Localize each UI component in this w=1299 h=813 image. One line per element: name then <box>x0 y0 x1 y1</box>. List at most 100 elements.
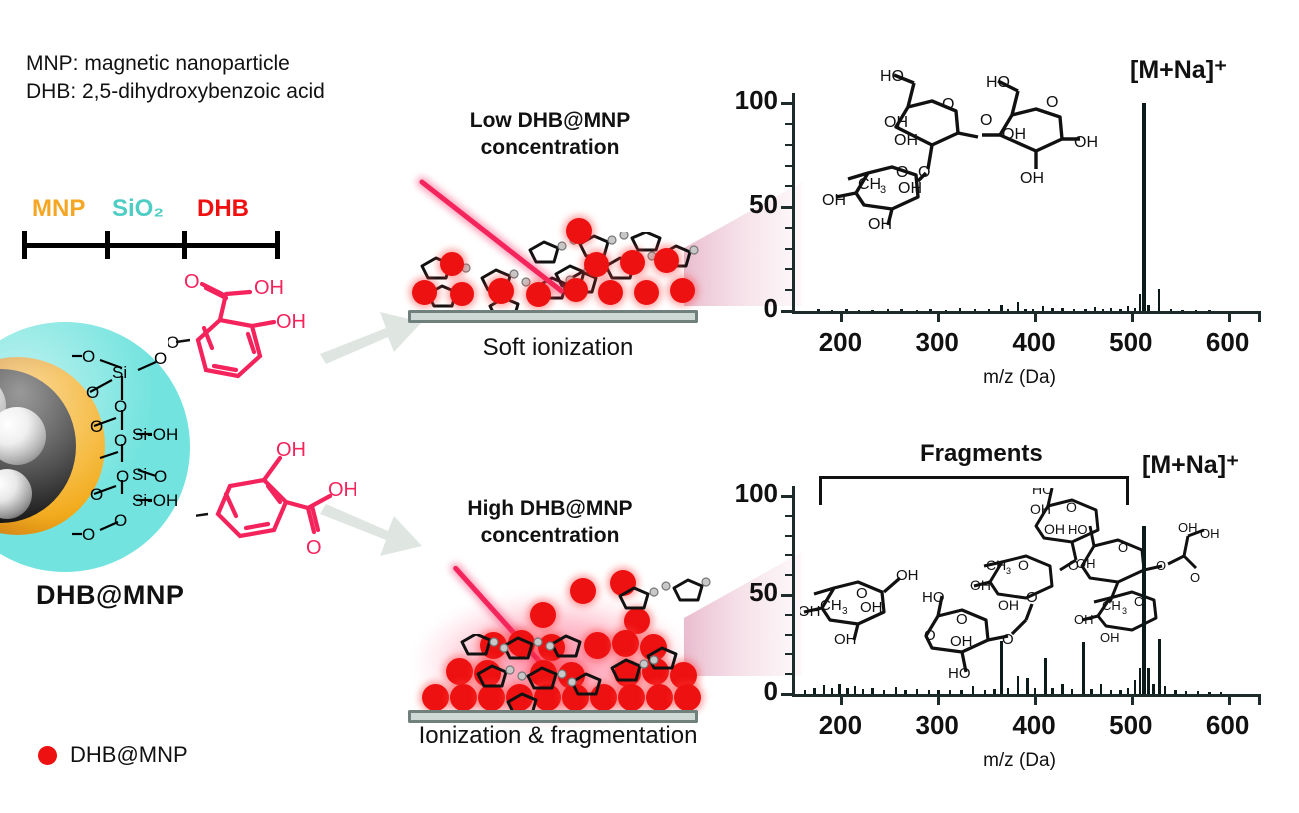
x-axis-end-cap <box>1258 311 1261 322</box>
svg-text:OH: OH <box>894 132 918 149</box>
panel-title-high: High DHB@MNP concentration <box>467 497 633 547</box>
y-axis-line <box>792 486 795 694</box>
svg-text:OH: OH <box>950 633 973 650</box>
y-tick-minor <box>785 613 792 616</box>
y-tick-top <box>781 494 792 498</box>
svg-text:O: O <box>86 383 99 402</box>
target-plate-surface <box>411 313 695 320</box>
composition-axis-line <box>22 243 280 248</box>
spectrum-peak <box>1000 304 1003 311</box>
mnp-particle <box>564 278 588 302</box>
nanoparticle-label: DHB@MNP <box>36 580 185 610</box>
svg-text:O: O <box>896 164 908 181</box>
spectrum-peak <box>1109 689 1112 694</box>
svg-text:O: O <box>980 112 992 129</box>
spectrum-peak <box>1157 289 1161 311</box>
y-tick-major <box>781 693 792 696</box>
y-tick-minor <box>785 143 792 146</box>
spectrum-peak <box>972 685 975 694</box>
mnp-particle <box>610 570 636 596</box>
y-tick-label: 0 <box>763 293 778 323</box>
svg-text:O: O <box>1018 557 1029 573</box>
y-tick-label: 100 <box>734 477 778 508</box>
mnp-particle <box>450 282 474 306</box>
spectrum-peak <box>817 309 820 311</box>
panel-caption-high: Ionization & fragmentation <box>418 722 698 749</box>
svg-text:Si-OH: Si-OH <box>132 425 178 444</box>
sugar-molecule-ejected <box>618 574 718 624</box>
spectrum-peak <box>1196 691 1200 694</box>
legend-line-dhb: DHB: 2,5-dihydroxybenzoic acid <box>26 79 325 103</box>
svg-text:O: O <box>90 417 103 436</box>
y-tick-minor <box>785 574 792 577</box>
spectrum-peak <box>1133 308 1137 311</box>
svg-text:OH: OH <box>276 311 306 333</box>
spectrum-peak <box>904 690 907 694</box>
svg-text:OH: OH <box>860 599 883 616</box>
mnp-particle <box>670 278 695 303</box>
svg-text:CH: CH <box>858 176 881 193</box>
mnp-particle <box>488 278 514 304</box>
svg-text:Si-OH: Si-OH <box>132 491 178 510</box>
x-tick-label: 500 <box>1109 327 1153 357</box>
y-tick-label: 50 <box>749 576 778 607</box>
fragment-molecule-1: OH O CH 3 OH OH OH <box>800 568 920 648</box>
mnp-particle <box>674 684 701 711</box>
y-tick-minor <box>785 289 792 292</box>
svg-text:O: O <box>1002 631 1014 648</box>
y-tick-minor <box>785 185 792 188</box>
svg-text:OH: OH <box>998 597 1019 613</box>
mnp-particle <box>646 684 673 711</box>
svg-text:O: O <box>116 467 129 486</box>
target-plate-high <box>408 710 698 723</box>
dhb-molecule-lower: OH O OH <box>196 440 356 570</box>
y-tick-minor <box>785 123 792 126</box>
x-tick-label: 200 <box>818 710 863 740</box>
spectrum-peak <box>1070 688 1074 694</box>
x-tick <box>937 311 941 322</box>
mnp-particle <box>478 684 505 711</box>
spectrum-peak <box>1138 668 1141 694</box>
target-plate-low <box>408 310 698 323</box>
composition-tick-1 <box>105 231 110 259</box>
x-axis-line <box>792 311 1261 314</box>
spectrum-peak <box>983 690 987 694</box>
mna-label-bottom: [M+Na]⁺ <box>1142 451 1240 479</box>
svg-text:O: O <box>1066 499 1077 515</box>
high-conc-scene <box>398 560 718 723</box>
svg-text:OH: OH <box>898 180 922 197</box>
spectrum-peak <box>1194 309 1198 311</box>
spectrum-peak <box>1174 690 1177 694</box>
svg-text:OH: OH <box>1020 170 1044 187</box>
svg-text:OH: OH <box>254 277 284 299</box>
panel-title-low: Low DHB@MNP concentration <box>469 109 631 159</box>
spectrum-peak <box>958 308 961 311</box>
svg-text:HO: HO <box>1068 522 1088 537</box>
spectrum-peak <box>1147 668 1150 694</box>
spectrum-peak <box>1000 640 1004 694</box>
svg-text:OH: OH <box>1178 520 1198 535</box>
spectrum-peak <box>1084 308 1087 311</box>
spectrum-peak <box>1119 308 1122 311</box>
svg-text:OH: OH <box>834 631 857 648</box>
svg-text:OH: OH <box>800 603 821 620</box>
spectrum-peak <box>1061 307 1064 311</box>
svg-text:CH: CH <box>820 597 842 614</box>
spectrum-peak <box>915 309 919 311</box>
y-tick-minor <box>785 268 792 271</box>
legend-dot-icon <box>38 745 57 765</box>
svg-text:HO: HO <box>986 74 1010 91</box>
x-tick <box>1130 694 1134 705</box>
spectrum-peak <box>1142 103 1146 311</box>
svg-text:O: O <box>942 96 954 113</box>
svg-text:O: O <box>1118 540 1128 555</box>
y-tick-minor <box>785 514 792 517</box>
x-tick-label: 600 <box>1205 710 1250 740</box>
spectrum-peak <box>1147 304 1150 311</box>
spectrum-peak <box>1061 684 1064 694</box>
svg-text:OH: OH <box>1200 526 1220 541</box>
svg-text:HO: HO <box>880 68 904 85</box>
y-tick-major <box>781 206 792 210</box>
svg-text:O: O <box>924 627 936 644</box>
spectrum-peak <box>1163 686 1167 694</box>
